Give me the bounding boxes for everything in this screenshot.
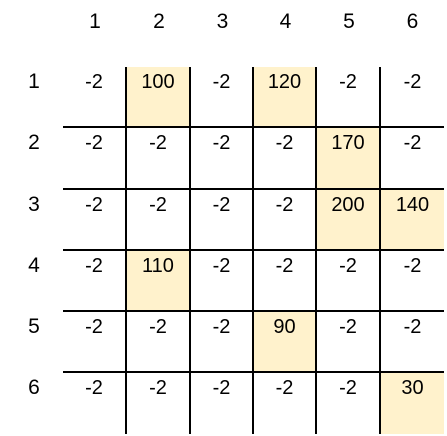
- grid-cell-r5-c5: -2: [317, 312, 381, 373]
- grid-cell-r6-c5: -2: [317, 373, 381, 434]
- column-header-3: 3: [216, 10, 229, 33]
- grid-cell-r6-c2: -2: [127, 373, 191, 434]
- cell-value: -2: [403, 71, 422, 93]
- grid-cell-r3-c2: -2: [127, 190, 191, 251]
- grid-cell-r6-c3: -2: [191, 373, 254, 434]
- grid-cell-r2-c4: -2: [254, 128, 317, 190]
- grid-cell-r5-c3: -2: [191, 312, 254, 373]
- row-header-4: 4: [28, 254, 40, 277]
- grid-cell-r4-c5: -2: [317, 251, 381, 312]
- cell-value: -2: [212, 194, 231, 216]
- column-header-2: 2: [153, 10, 165, 33]
- column-header-4: 4: [279, 10, 292, 33]
- grid-cell-r1-c4: 120: [254, 67, 317, 128]
- cell-value: -2: [403, 132, 422, 154]
- grid-cell-r4-c3: -2: [191, 251, 254, 312]
- grid-cell-r1-c5: -2: [317, 67, 381, 128]
- cell-value: -2: [339, 71, 357, 93]
- cell-value: -2: [85, 132, 103, 154]
- grid-cell-r3-c1: -2: [63, 190, 127, 251]
- cell-value: -2: [85, 377, 103, 399]
- cell-value: -2: [149, 377, 167, 399]
- grid-cell-r6-c4: -2: [254, 373, 317, 434]
- cell-value: -2: [275, 132, 294, 154]
- cell-value: -2: [403, 255, 422, 277]
- grid-cell-r6-c1: -2: [63, 373, 127, 434]
- cell-value: -2: [339, 377, 357, 399]
- grid-cell-r3-c4: -2: [254, 190, 317, 251]
- grid-cell-r2-c5: 170: [317, 128, 381, 190]
- cell-value: -2: [85, 71, 103, 93]
- grid-cell-r5-c2: -2: [127, 312, 191, 373]
- row-header-1: 1: [28, 70, 40, 93]
- grid-cell-r3-c5: 200: [317, 190, 381, 251]
- cell-value: -2: [85, 255, 103, 277]
- grid-cell-r4-c6: -2: [381, 251, 444, 312]
- column-header-6: 6: [406, 10, 419, 33]
- grid-cell-r2-c2: -2: [127, 128, 191, 190]
- grid-cell-r4-c2: 110: [127, 251, 191, 312]
- cell-value: -2: [339, 255, 357, 277]
- cell-value: 100: [141, 71, 175, 93]
- cell-value: 120: [267, 71, 302, 93]
- cell-value: -2: [212, 71, 231, 93]
- cell-value: -2: [403, 316, 422, 338]
- cell-value: -2: [149, 316, 167, 338]
- cell-value: -2: [212, 132, 231, 154]
- grid-cell-r1-c6: -2: [381, 67, 444, 128]
- grid-cell-r5-c1: -2: [63, 312, 127, 373]
- row-header-3: 3: [28, 193, 40, 216]
- cell-value: 30: [401, 377, 424, 399]
- grid-cell-r5-c4: 90: [254, 312, 317, 373]
- grid-cell-r1-c1: -2: [63, 67, 127, 128]
- cell-value: -2: [85, 194, 103, 216]
- cell-value: -2: [275, 377, 294, 399]
- cell-value: -2: [339, 316, 357, 338]
- grid-cell-r1-c2: 100: [127, 67, 191, 128]
- row-header-5: 5: [28, 315, 40, 338]
- grid-cell-r3-c6: 140: [381, 190, 444, 251]
- grid-cell-r6-c6: 30: [381, 373, 444, 434]
- cell-value: -2: [212, 255, 231, 277]
- grid-cell-r2-c3: -2: [191, 128, 254, 190]
- grid-cell-r5-c6: -2: [381, 312, 444, 373]
- cell-value: -2: [149, 132, 167, 154]
- row-header-2: 2: [28, 131, 40, 154]
- column-header-1: 1: [89, 10, 101, 33]
- cell-value: -2: [275, 255, 294, 277]
- cell-value: -2: [149, 194, 167, 216]
- cell-value: 90: [273, 316, 296, 338]
- cell-value: -2: [275, 194, 294, 216]
- grid-cell-r1-c3: -2: [191, 67, 254, 128]
- cell-value: 170: [331, 132, 365, 154]
- grid-cell-r4-c1: -2: [63, 251, 127, 312]
- cell-value: -2: [212, 316, 231, 338]
- grid-cell-r4-c4: -2: [254, 251, 317, 312]
- column-header-5: 5: [343, 10, 355, 33]
- cell-value: 110: [142, 255, 174, 277]
- cell-value: -2: [85, 316, 103, 338]
- cell-value: 200: [331, 194, 365, 216]
- grid-cell-r2-c1: -2: [63, 128, 127, 190]
- value-grid: -2 100 -2 120 -2 -2 -2 -2 -2 -2 170 -2 -2 -2 -2 -2 200 14…: [63, 67, 444, 434]
- grid-cell-r3-c3: -2: [191, 190, 254, 251]
- cell-value: 140: [395, 194, 430, 216]
- row-header-6: 6: [28, 376, 40, 399]
- cell-value: -2: [212, 377, 231, 399]
- grid-cell-r2-c6: -2: [381, 128, 444, 190]
